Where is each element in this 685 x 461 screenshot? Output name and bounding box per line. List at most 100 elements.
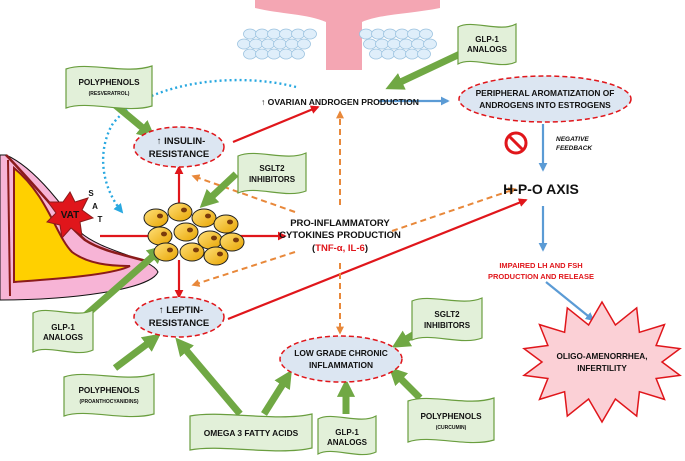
follicle	[369, 48, 383, 60]
green-arrows	[83, 50, 462, 417]
adipocyte-nucleus	[157, 213, 163, 219]
follicle	[243, 28, 257, 40]
therapy-flag-sglt2-bottom: SGLT2 INHIBITORS	[411, 297, 483, 342]
follicle	[395, 28, 409, 40]
arrow-cytokines-to-insulin	[191, 174, 296, 213]
arrow-omega-to-leptin	[175, 337, 243, 417]
follicle	[237, 38, 251, 50]
svg-text:LOW GRADE CHRONIC: LOW GRADE CHRONIC	[294, 348, 388, 358]
adipocyte-nucleus	[167, 247, 173, 253]
follicle	[371, 28, 385, 40]
svg-text:ANDROGENS INTO ESTROGENS: ANDROGENS INTO ESTROGENS	[479, 100, 611, 110]
cytokine-names: TNF-α, IL-6	[315, 243, 365, 254]
orange-arrows	[191, 110, 517, 335]
follicle	[261, 38, 275, 50]
follicle	[303, 28, 317, 40]
svg-text:INFLAMMATION: INFLAMMATION	[309, 360, 373, 370]
svg-text:INFERTILITY: INFERTILITY	[577, 364, 627, 373]
svg-text:↑ INSULIN-: ↑ INSULIN-	[157, 136, 206, 147]
follicle	[291, 48, 305, 60]
svg-text:RESISTANCE: RESISTANCE	[149, 318, 210, 329]
sat-letter: S	[88, 189, 94, 198]
svg-text:INHIBITORS: INHIBITORS	[249, 175, 296, 184]
svg-text:POLYPHENOLS: POLYPHENOLS	[78, 386, 140, 395]
follicle	[279, 48, 293, 60]
arrow-proanthocyanidins-to-leptin	[112, 333, 161, 371]
adipocyte-nucleus	[181, 207, 187, 213]
follicle	[249, 38, 263, 50]
svg-text:POLYPHENOLS: POLYPHENOLS	[420, 412, 482, 421]
svg-text:PRODUCTION AND RELEASE: PRODUCTION AND RELEASE	[488, 272, 594, 281]
arrow-omega-to-inflammation	[261, 369, 292, 416]
follicle	[267, 28, 281, 40]
follicle	[407, 28, 421, 40]
adipocyte-nucleus	[217, 251, 223, 257]
insulin-node: ↑ INSULIN- RESISTANCE	[133, 126, 225, 168]
follicle	[291, 28, 305, 40]
therapy-flag-glp1-left: GLP-1 ANALOGS	[32, 308, 94, 354]
inflammation-node: LOW GRADE CHRONIC INFLAMMATION	[279, 335, 403, 383]
svg-text:(RESVERATROL): (RESVERATROL)	[89, 91, 130, 97]
follicle	[419, 28, 433, 40]
negative-feedback-label: NEGATIVE	[556, 136, 589, 143]
peripheral-node: PERIPHERAL AROMATIZATION OF ANDROGENS IN…	[458, 75, 632, 123]
hpo-axis-label: H-P-O AXIS	[503, 181, 579, 197]
svg-text:(CURCUMIN): (CURCUMIN)	[436, 425, 467, 431]
follicle-cluster	[237, 28, 437, 60]
impaired-lh-fsh-label: IMPAIRED LH AND FSH	[499, 261, 582, 270]
arrow-glp1-to-cells	[83, 245, 166, 318]
follicle	[359, 28, 373, 40]
sat-letter: T	[98, 215, 103, 224]
blue-arrows	[378, 96, 595, 322]
svg-text:ANALOGS: ANALOGS	[327, 438, 368, 447]
follicle	[383, 28, 397, 40]
adipocyte-cell	[203, 246, 229, 266]
therapy-flag-glp1-top: GLP-1 ANALOGS	[457, 22, 517, 66]
svg-text:FEEDBACK: FEEDBACK	[556, 145, 593, 152]
follicle	[363, 38, 377, 50]
follicle	[375, 38, 389, 50]
svg-text:OMEGA 3 FATTY ACIDS: OMEGA 3 FATTY ACIDS	[204, 428, 299, 438]
oligo-amenorrhea-node: OLIGO-AMENORRHEA, INFERTILITY	[522, 300, 682, 424]
arrow-glp1-to-ovarian	[385, 50, 462, 90]
adipocyte-cell	[153, 242, 179, 262]
adipocyte-nucleus	[211, 235, 217, 241]
ovary-icon	[237, 0, 440, 70]
svg-text:SGLT2: SGLT2	[434, 310, 460, 319]
svg-text:GLP-1: GLP-1	[475, 35, 499, 44]
follicle	[423, 38, 437, 50]
adipocyte-cluster-icon	[143, 202, 245, 266]
arrow-curcumin-to-inflammation	[388, 366, 423, 401]
adipocyte-nucleus	[227, 219, 233, 225]
follicle	[405, 48, 419, 60]
therapy-flag-proanthocyanidins: POLYPHENOLS (PROANTHOCYANIDINS)	[63, 373, 155, 418]
prohibition-icon	[504, 131, 528, 155]
therapy-flag-curcumin: POLYPHENOLS (CURCUMIN)	[407, 397, 495, 444]
adipocyte-nucleus	[161, 231, 167, 237]
arrow-cytokines-to-hpo	[391, 187, 517, 232]
therapy-flag-omega3: OMEGA 3 FATTY ACIDS	[189, 413, 313, 452]
svg-text:(TNF-α, IL-6): (TNF-α, IL-6)	[312, 243, 368, 254]
adipocyte-cell	[167, 202, 193, 222]
vat-star	[46, 191, 95, 240]
follicle	[279, 28, 293, 40]
adipocyte-cell	[173, 222, 199, 242]
ovarian-androgen-label: ↑ OVARIAN ANDROGEN PRODUCTION	[261, 97, 419, 107]
therapy-flag-sglt2-mid: SGLT2 INHIBITORS	[237, 152, 307, 195]
svg-text:GLP-1: GLP-1	[51, 323, 75, 332]
svg-text:SGLT2: SGLT2	[259, 164, 285, 173]
follicle	[297, 38, 311, 50]
arrow-cytokines-to-leptin	[191, 251, 296, 287]
svg-text:ANALOGS: ANALOGS	[43, 333, 84, 342]
follicle	[381, 48, 395, 60]
adipocyte-cell	[219, 232, 245, 252]
arrow-resveratrol-to-insulin	[111, 101, 156, 139]
svg-text:RESISTANCE: RESISTANCE	[149, 149, 210, 160]
adipocyte-cell	[147, 226, 173, 246]
red-arrows	[100, 105, 528, 321]
svg-text:(PROANTHOCYANIDINS): (PROANTHOCYANIDINS)	[80, 399, 139, 405]
follicle	[255, 28, 269, 40]
adipocyte-cell	[213, 214, 239, 234]
follicle	[399, 38, 413, 50]
